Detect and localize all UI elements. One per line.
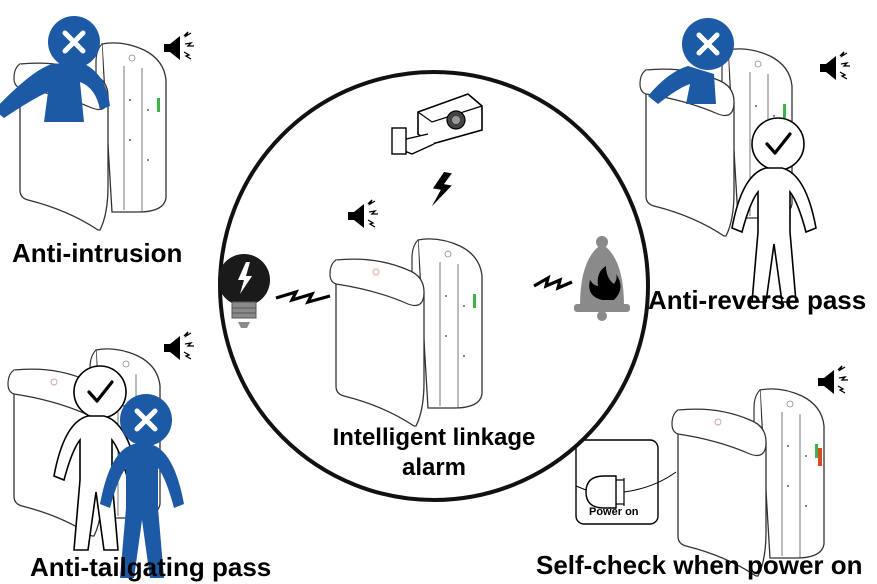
- label-linkage-line1: Intelligent linkage: [332, 424, 536, 451]
- label-anti-intrusion: Anti-intrusion: [12, 238, 183, 268]
- blocked-person-icon: [0, 16, 110, 122]
- panel-anti-intrusion: [0, 16, 195, 231]
- label-linkage-line2: alarm: [401, 454, 467, 481]
- panel-anti-tailgating: [7, 331, 195, 578]
- center-linkage-alarm: [218, 70, 650, 502]
- red-indicator: [818, 448, 822, 466]
- lightning-icon: [533, 274, 573, 291]
- speaker-icon: [163, 31, 195, 61]
- lightning-icon: [275, 289, 331, 305]
- label-self-check: Self-check when power on: [536, 550, 863, 580]
- power-button-icon: [575, 439, 677, 525]
- blocked-person-icon: [648, 18, 734, 104]
- speaker-icon: [163, 331, 195, 361]
- panel-self-check: [575, 365, 849, 577]
- fire-alarm-icon: [574, 236, 630, 321]
- turnstile: [671, 388, 825, 577]
- panel-anti-reverse: [639, 18, 851, 303]
- speaker-icon: [819, 51, 851, 81]
- speaker-icon: [817, 365, 849, 395]
- label-linkage-alarm: Intelligent linkage alarm: [320, 423, 548, 483]
- bulb-icon: [218, 254, 270, 328]
- label-anti-tailgating: Anti-tailgating pass: [30, 552, 272, 582]
- camera-icon: [391, 93, 483, 155]
- label-anti-reverse: Anti-reverse pass: [648, 285, 867, 315]
- power-on-label: Power on: [589, 506, 639, 518]
